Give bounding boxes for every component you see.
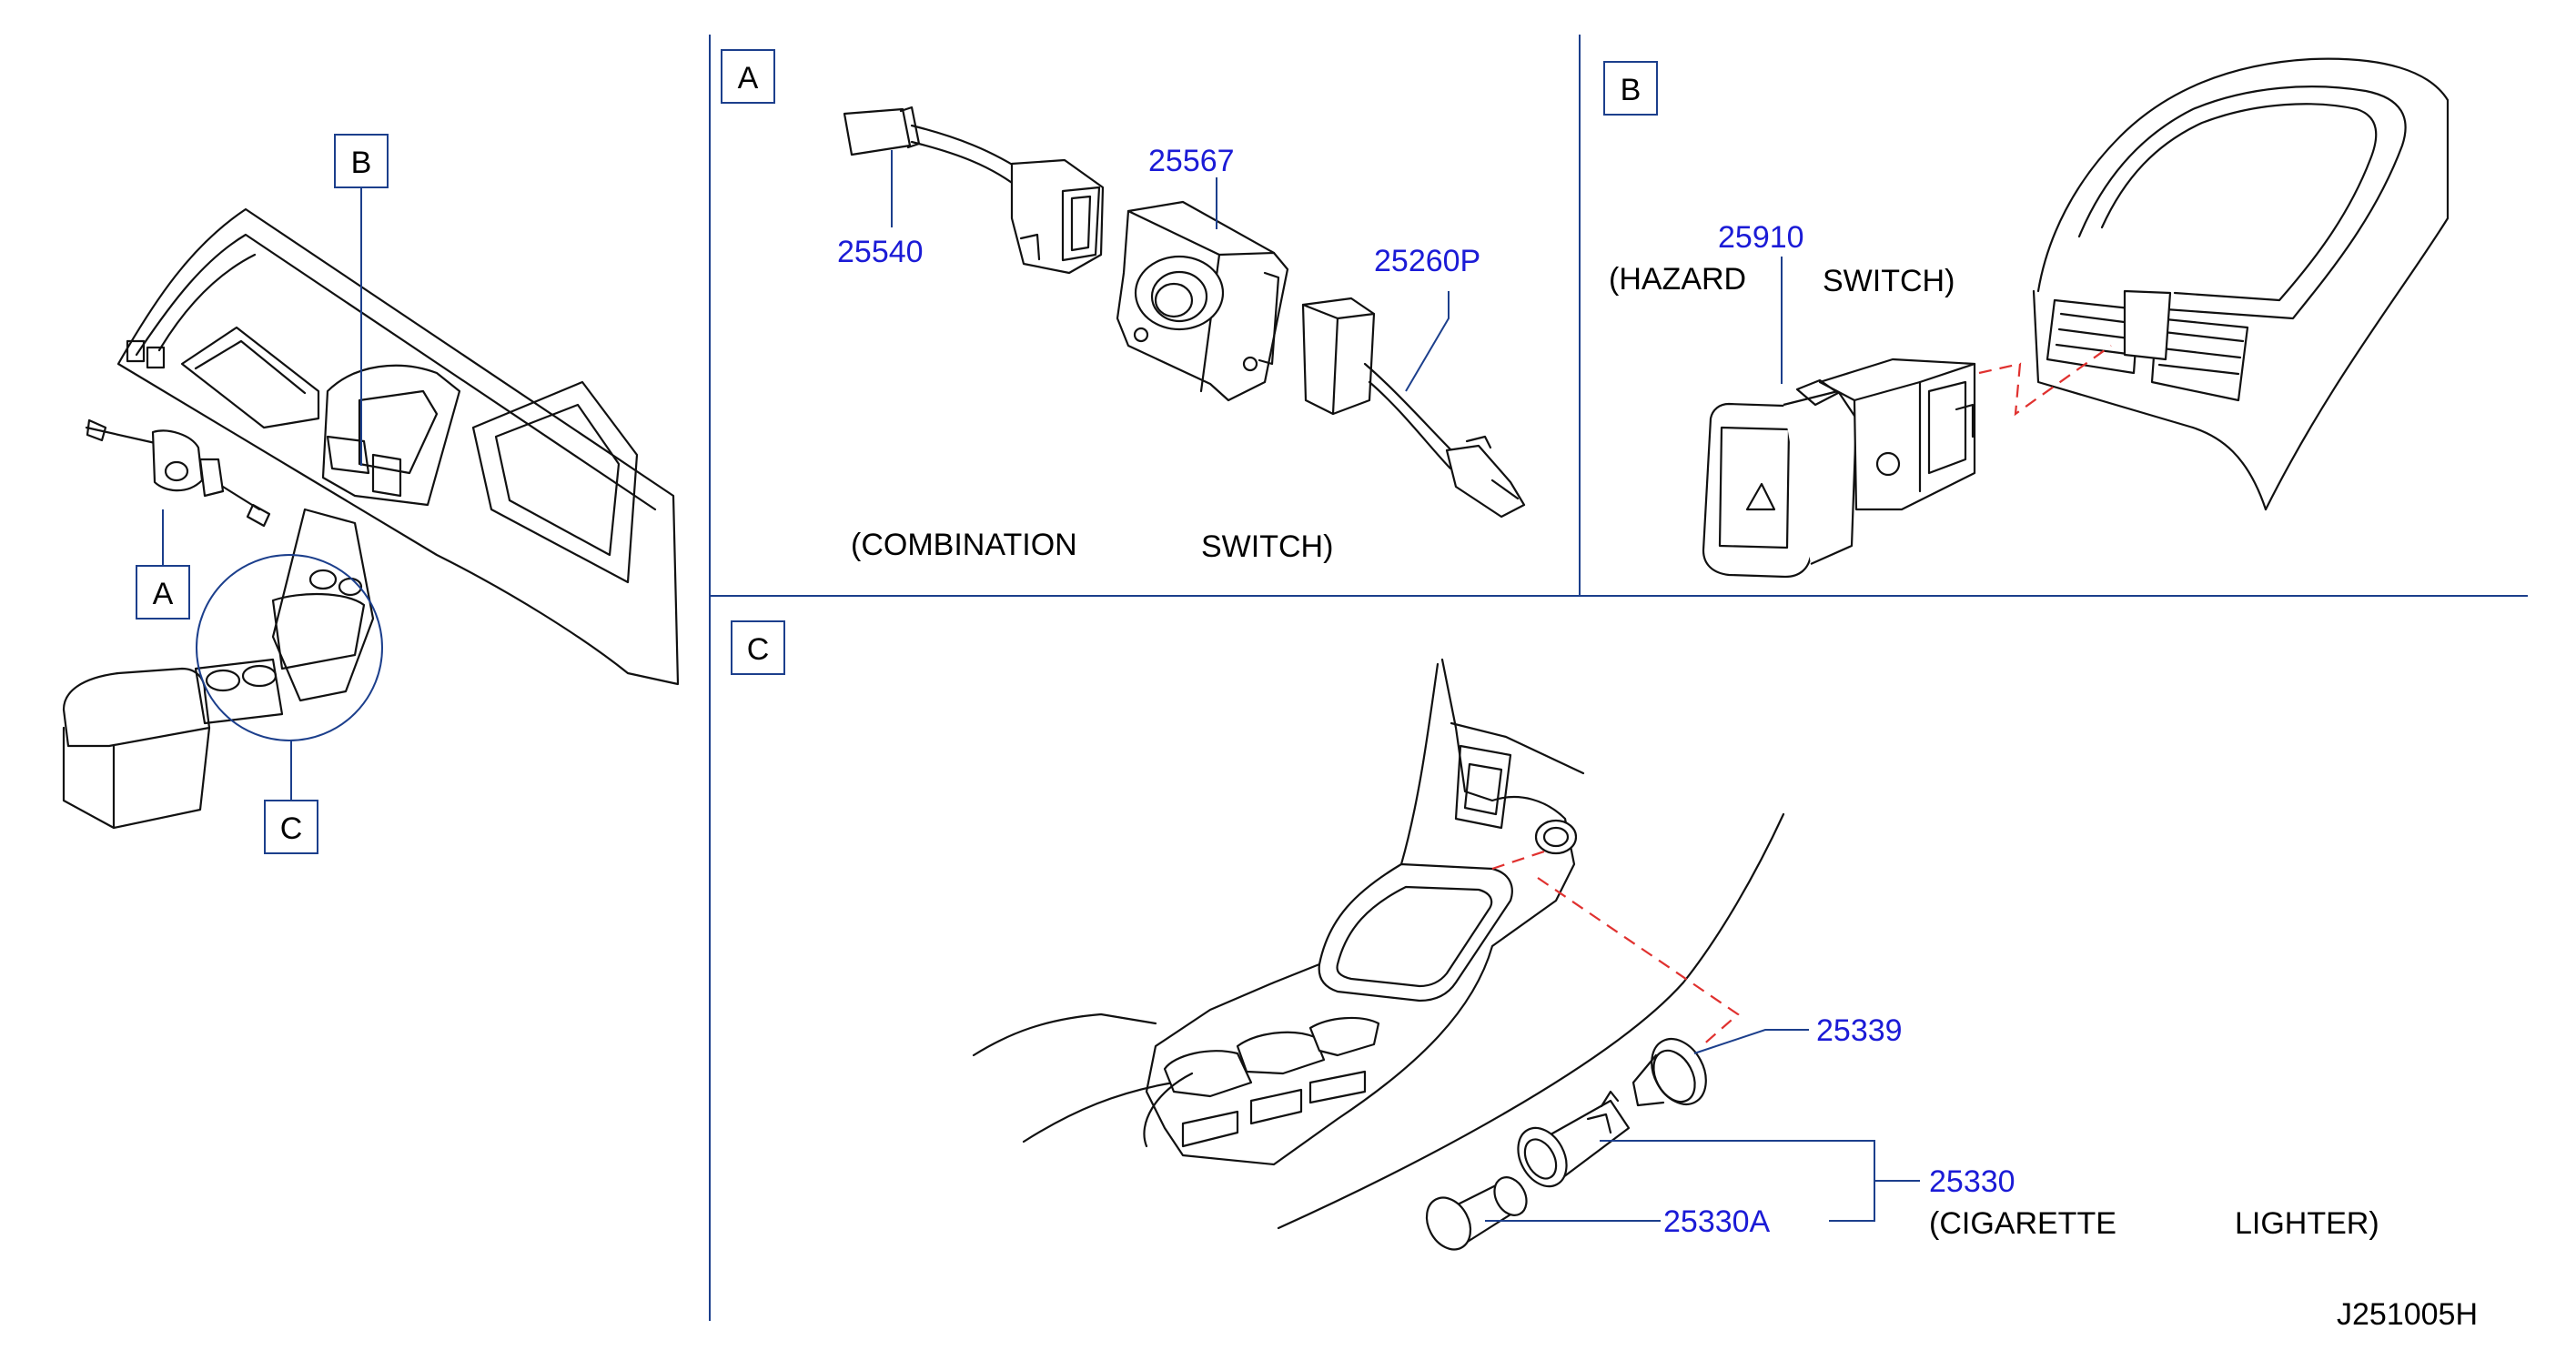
cigarette-lighter-parts	[1425, 1038, 1707, 1251]
panel-a-caption-left: (COMBINATION	[851, 528, 1077, 562]
panel-a-label: A	[738, 61, 759, 96]
part-25540-callout[interactable]: 25540	[837, 150, 924, 269]
part-number-25540: 25540	[837, 235, 924, 269]
overview-dashboard-illustration	[62, 207, 680, 830]
diagram-id: J251005H	[2337, 1297, 2478, 1332]
part-number-25339: 25339	[1816, 1013, 1903, 1048]
part-25330a-callout[interactable]: 25330A	[1485, 1204, 1771, 1239]
panel-dividers	[709, 35, 2528, 1321]
part-number-25910: 25910	[1718, 220, 1804, 255]
panel-c-caption-right: LIGHTER)	[2235, 1206, 2379, 1241]
part-25260p-callout[interactable]: 25260P	[1374, 244, 1480, 392]
part-number-25567: 25567	[1148, 144, 1235, 178]
overview-callout-a[interactable]: A	[136, 509, 190, 620]
panel-b-label: B	[1621, 73, 1642, 107]
part-number-25330: 25330	[1929, 1164, 2015, 1199]
hazard-switch-illustration	[1702, 57, 2450, 579]
part-25567-callout[interactable]: 25567	[1148, 144, 1235, 229]
panel-a-label-box: A	[721, 49, 775, 104]
center-console-illustration	[972, 658, 1785, 1230]
panel-a-caption-right: SWITCH)	[1201, 529, 1333, 564]
combination-switch-parts	[843, 106, 1526, 519]
part-25330-callout[interactable]: 25330	[1600, 1140, 2015, 1222]
callout-c-label: C	[280, 811, 303, 846]
part-25910-callout[interactable]: 25910	[1718, 220, 1804, 384]
panel-c-label-box: C	[731, 620, 785, 675]
panel-c-caption-left: (CIGARETTE	[1929, 1206, 2116, 1241]
callout-b-label: B	[351, 146, 372, 180]
part-number-25330a: 25330A	[1663, 1204, 1771, 1239]
panel-b-caption-left: (HAZARD	[1609, 262, 1746, 297]
overview-callout-c[interactable]: C	[196, 554, 383, 854]
callout-a-label: A	[153, 577, 174, 611]
panel-b-caption-right: SWITCH)	[1823, 264, 1955, 298]
part-25339-callout[interactable]: 25339	[1693, 1013, 1903, 1054]
panel-c-label: C	[747, 632, 770, 667]
panel-b-label-box: B	[1603, 61, 1658, 116]
part-number-25260p: 25260P	[1374, 244, 1480, 278]
overview-callout-b[interactable]: B	[334, 134, 389, 466]
